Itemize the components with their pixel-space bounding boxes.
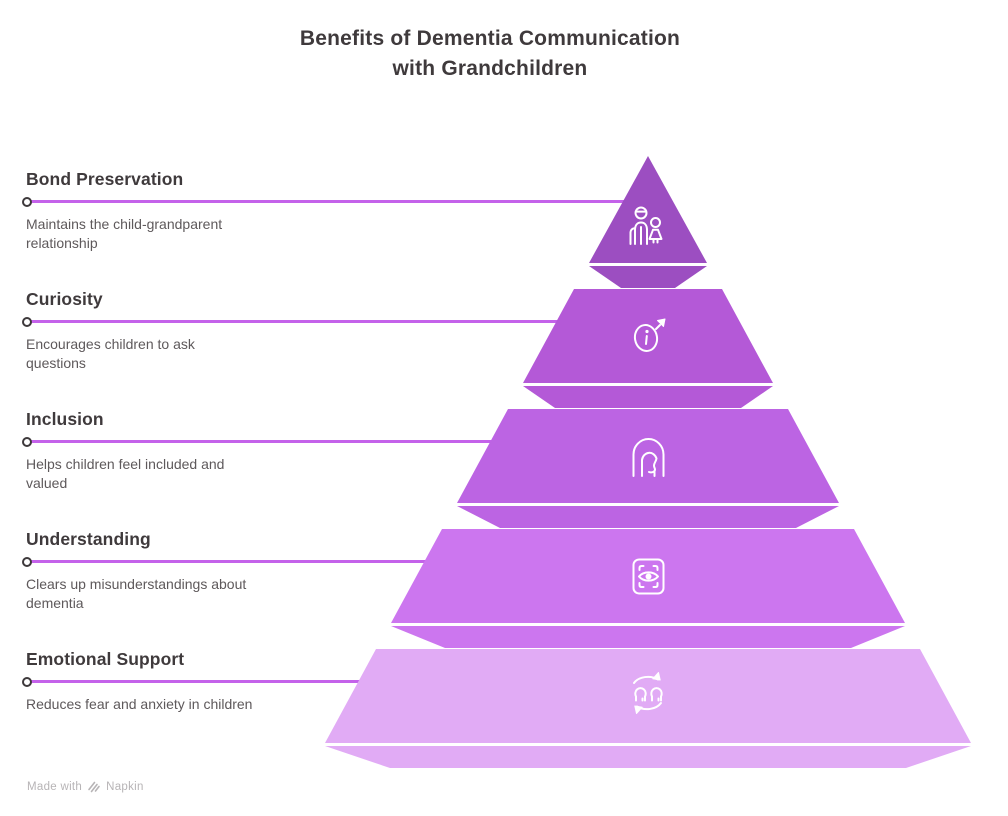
connector-line-3	[22, 436, 496, 447]
connector-line-5	[22, 676, 363, 687]
overlapping-heads-icon	[632, 438, 665, 477]
level-description-4: Clears up misunderstandings about dement…	[26, 576, 247, 611]
level-description-5: Reduces fear and anxiety in children	[26, 696, 253, 712]
pyramid-level-4	[391, 529, 905, 648]
level-label-block-3: Inclusion Helps children feel included a…	[26, 408, 326, 493]
level-title-5: Emotional Support	[26, 649, 185, 669]
connector-dot-4	[22, 556, 32, 567]
heads-exchange-icon	[633, 672, 663, 714]
connector-dot-1	[22, 196, 32, 207]
page-title: Benefits of Dementia Communication with …	[299, 27, 681, 80]
level-title-1: Bond Preservation	[26, 169, 184, 189]
pyramid-level-2	[523, 289, 773, 408]
pyramid-level-3	[457, 409, 839, 528]
watermark-brand: Napkin	[106, 781, 144, 793]
level-title-3: Inclusion	[26, 409, 104, 429]
info-arrow-icon	[633, 318, 666, 352]
grandparent-child-icon	[629, 206, 663, 245]
pyramid-level-1	[589, 156, 707, 288]
napkin-logo-icon	[88, 781, 100, 793]
level-label-block-4: Understanding Clears up misunderstanding…	[26, 528, 326, 613]
level-label-block-5: Emotional Support Reduces fear and anxie…	[26, 648, 326, 714]
level-title-4: Understanding	[26, 529, 151, 549]
watermark-prefix: Made with	[27, 781, 83, 793]
pyramid-level-5	[325, 649, 971, 768]
connector-line-2	[22, 316, 561, 327]
connector-dot-2	[22, 316, 32, 327]
connector-line-4	[22, 556, 429, 567]
watermark: Made with Napkin	[27, 780, 144, 794]
level-description-3: Helps children feel included and valued	[26, 456, 225, 491]
connector-dot-3	[22, 436, 32, 447]
framed-eye-icon	[632, 558, 665, 595]
connector-line-1	[22, 196, 626, 207]
level-title-2: Curiosity	[26, 289, 103, 309]
level-description-2: Encourages children to ask questions	[26, 336, 195, 371]
level-label-block-2: Curiosity Encourages children to ask que…	[26, 288, 326, 373]
level-description-1: Maintains the child-grandparent relation…	[26, 216, 223, 251]
level-label-block-1: Bond Preservation Maintains the child-gr…	[26, 168, 326, 253]
connector-dot-5	[22, 676, 32, 687]
